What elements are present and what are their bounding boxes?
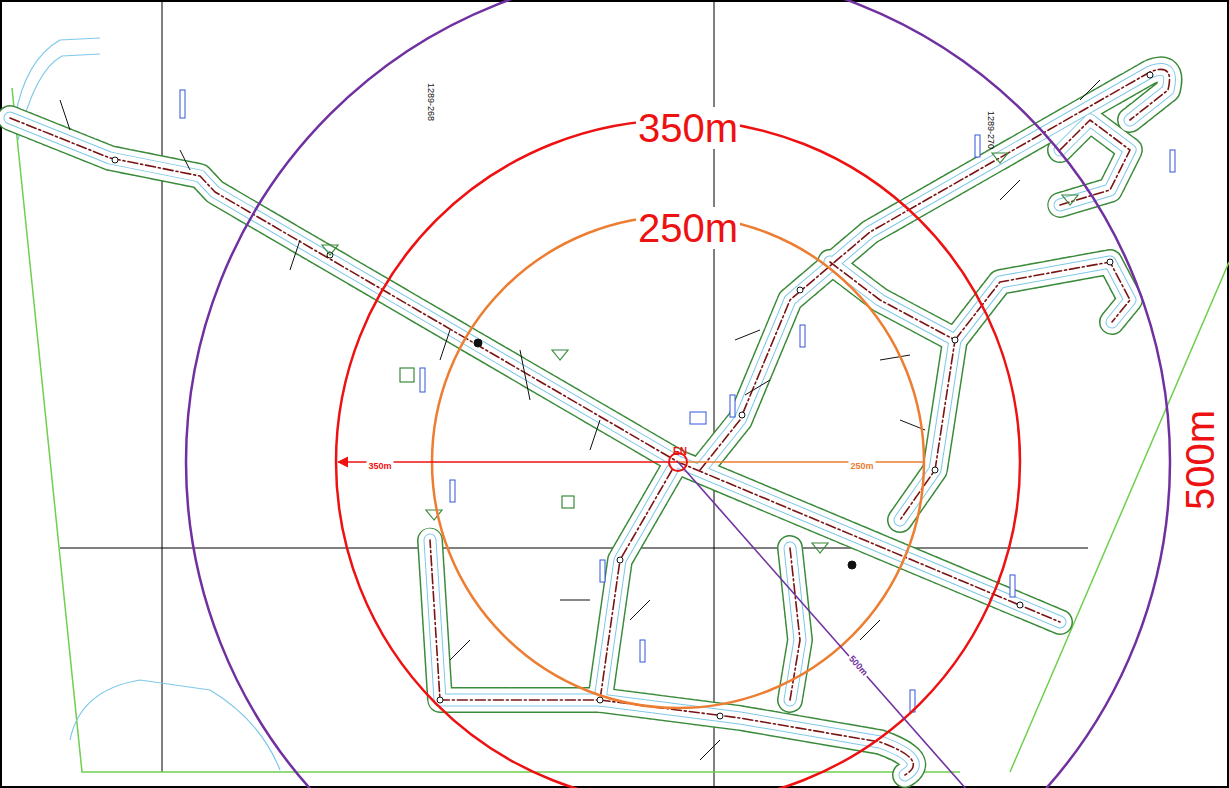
site-code: EN <box>673 447 687 457</box>
radius-lines <box>338 462 1004 788</box>
tag-boxes <box>180 90 1175 712</box>
service-lines <box>60 80 1100 760</box>
dimension-label: 350m <box>366 461 393 472</box>
sheet-number: 1289-270 <box>986 111 995 149</box>
transformer-symbols <box>322 153 1078 553</box>
sheet-number: 1289-268 <box>426 83 435 121</box>
radius-heading: 500m <box>1179 408 1221 512</box>
radius-heading: 250m <box>636 207 740 249</box>
radius-heading: 350m <box>636 107 740 149</box>
pole-symbols <box>112 72 1153 719</box>
dimension-label: 250m <box>848 461 875 472</box>
radius-circles <box>186 0 1170 788</box>
roads <box>10 69 1170 775</box>
